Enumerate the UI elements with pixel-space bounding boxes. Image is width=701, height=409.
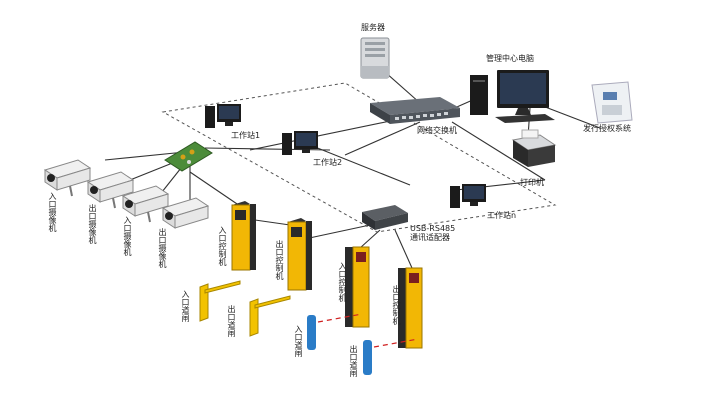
label-ws1: 工作站1: [231, 131, 261, 140]
label-gate-exit-2: 出口道闸: [349, 345, 358, 377]
camera-2: [86, 171, 135, 209]
barrier-exit-2: [363, 338, 419, 375]
issuer-device: [591, 81, 633, 124]
camera-1: [43, 159, 92, 197]
server: [360, 37, 390, 79]
barrier-entry-2: [307, 313, 363, 350]
label-kiosk-entry-1: 入口控制机: [218, 226, 227, 266]
label-gate-exit-1: 出口道闸: [227, 305, 236, 337]
kiosk-entry-2: [345, 246, 370, 328]
kiosk-exit-2: [398, 267, 423, 349]
printer: [511, 129, 557, 167]
label-camera-4: 出口摄像机: [158, 228, 167, 268]
label-kiosk-exit-2: 出口控制机: [392, 285, 401, 325]
capture-card: [164, 141, 213, 172]
label-gate-entry-2: 入口道闸: [294, 325, 303, 357]
label-camera-3: 入口摄像机: [123, 216, 132, 256]
network-switch: [370, 97, 460, 124]
label-server: 服务器: [361, 23, 385, 32]
label-ws2: 工作站2: [313, 158, 343, 167]
camera-3: [121, 185, 170, 223]
label-printer: 打印机: [520, 178, 544, 187]
label-camera-2: 出口摄像机: [88, 204, 97, 244]
kiosk-entry-1: [231, 201, 256, 271]
label-kiosk-entry-2: 入口控制机: [338, 262, 347, 302]
camera-4: [161, 197, 210, 229]
workstation-2: [282, 131, 318, 155]
lan-boundary: [161, 82, 557, 233]
workstation-n: [450, 184, 486, 208]
label-wsn: 工作站n: [487, 211, 517, 220]
kiosk-exit-1: [287, 218, 312, 291]
label-switch: 网络交换机: [417, 126, 457, 135]
label-mgmt-pc: 管理中心电脑: [486, 54, 534, 63]
workstation-1: [205, 104, 241, 128]
label-gate-entry-1: 入口道闸: [181, 290, 190, 322]
label-usb-adapter: USB-RS485 通讯适配器: [410, 224, 455, 242]
label-usb-line1: USB-RS485: [410, 224, 456, 233]
label-issuer: 发行授权系统: [583, 124, 631, 133]
label-kiosk-exit-1: 出口控制机: [275, 240, 284, 280]
barrier-entry-1: [199, 280, 241, 322]
label-camera-1: 入口摄像机: [48, 192, 57, 232]
barrier-exit-1: [249, 295, 291, 337]
management-pc: [470, 70, 555, 123]
label-usb-line2: 通讯适配器: [410, 233, 450, 243]
usb-rs485-adapter: [362, 205, 408, 230]
